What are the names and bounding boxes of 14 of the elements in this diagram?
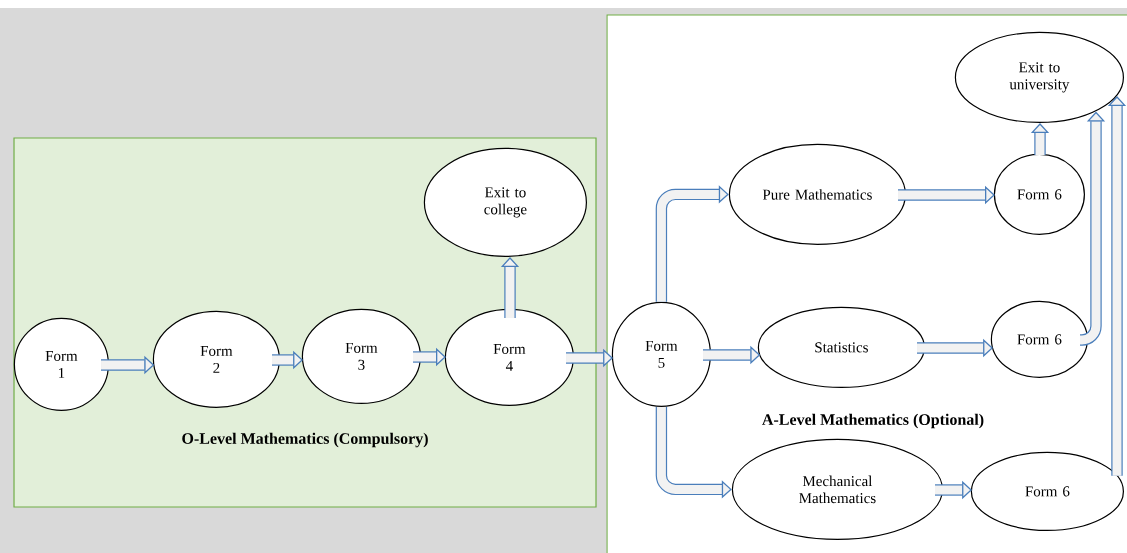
block-arrow [655, 185, 729, 302]
ellipse-node: Form 4 [444, 308, 574, 406]
ellipse-node: Pure Mathematics [728, 143, 906, 245]
ellipse-node: Form 6 [990, 300, 1088, 378]
ellipse-node: Statistics [757, 306, 925, 388]
ellipse-node: Form 3 [301, 308, 421, 404]
ellipse-node: Form 6 [993, 153, 1085, 235]
ellipse-node: Form 1 [13, 317, 109, 411]
ellipse-node: Exit to university [954, 31, 1124, 123]
ellipse-node: Form 2 [152, 310, 280, 408]
ellipse-node: Mechanical Mathematics [731, 438, 943, 540]
ellipse-node: Form 5 [611, 301, 711, 407]
ellipse-node: Exit to college [423, 147, 587, 257]
ellipse-node: Form 6 [970, 451, 1124, 531]
